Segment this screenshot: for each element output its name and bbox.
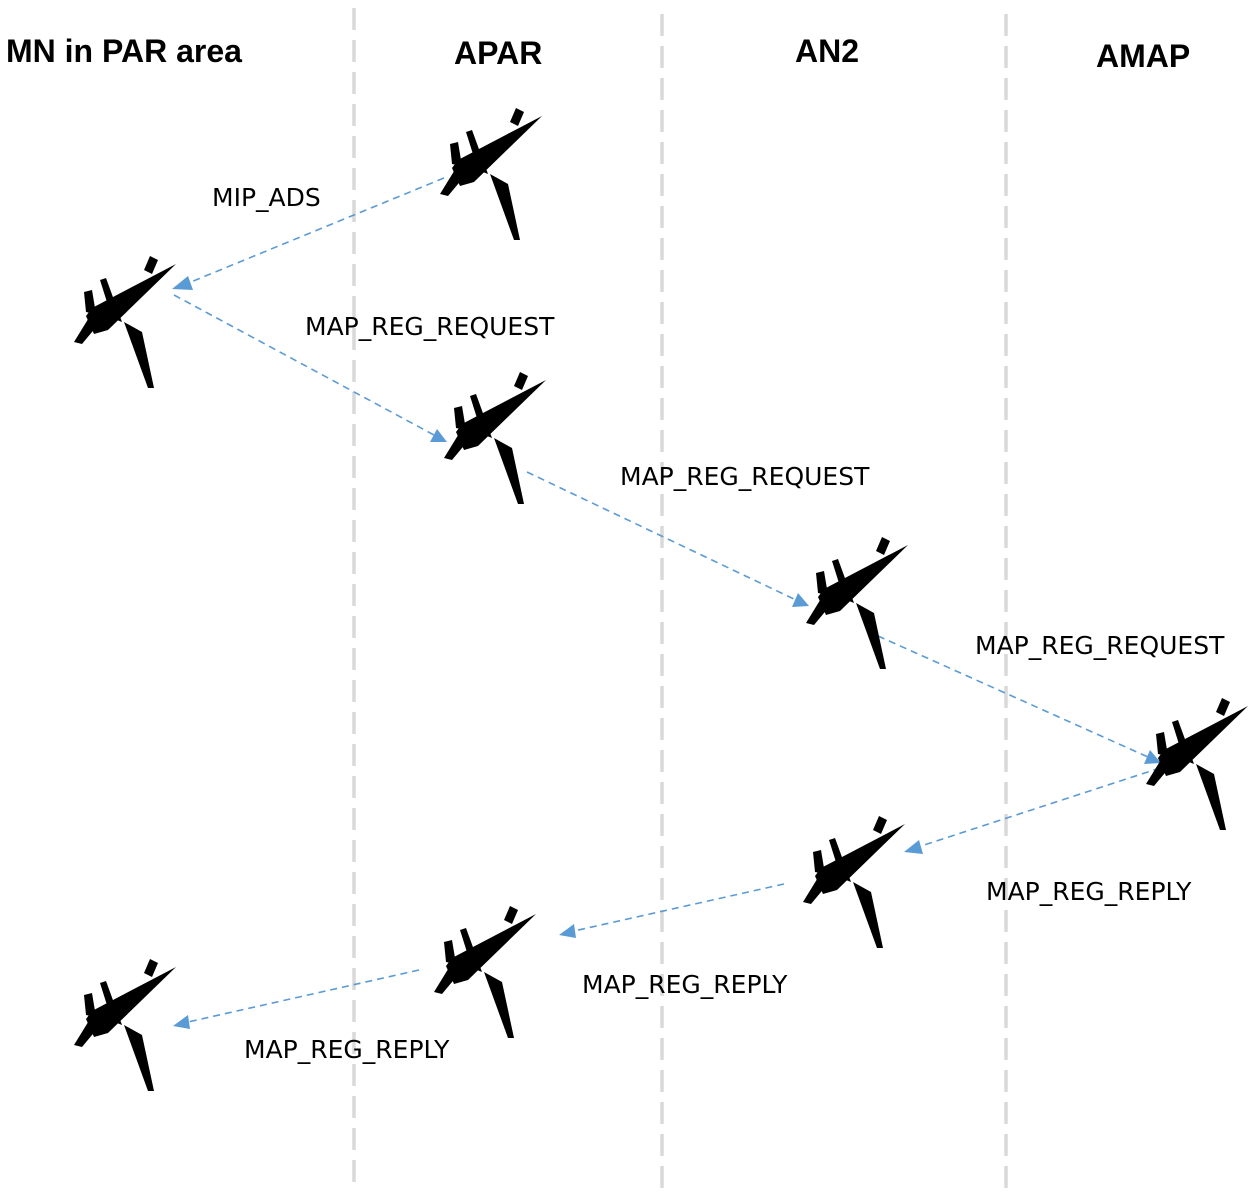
airplane-icon: [803, 816, 905, 948]
lane-title-mn: MN in PAR area: [6, 33, 242, 69]
message-label-mip-ads: MIP_ADS: [212, 183, 321, 212]
message-arrow-reg-reply-3: [173, 969, 420, 1029]
airplane-icon: [74, 959, 176, 1091]
message-label-reg-request-1: MAP_REG_REQUEST: [305, 312, 555, 341]
message-arrow-reg-request-2: [526, 471, 809, 607]
message-label-reg-reply-3: MAP_REG_REPLY: [244, 1035, 450, 1064]
airplane-icon: [1146, 698, 1248, 830]
message-label-reg-reply-1: MAP_REG_REPLY: [986, 877, 1192, 906]
message-arrow-mip-ads: [172, 177, 445, 290]
message-arrow-reg-reply-2: [559, 883, 785, 938]
airplane-icon: [806, 537, 908, 669]
lane-title-an2: AN2: [795, 33, 859, 69]
message-arrow-reg-request-3: [877, 635, 1161, 764]
message-arrow-reg-reply-1: [904, 767, 1161, 854]
airplane-icon: [434, 906, 536, 1038]
airplane-icon: [444, 372, 546, 504]
lane-title-amap: AMAP: [1096, 38, 1190, 74]
message-label-reg-request-2: MAP_REG_REQUEST: [620, 462, 870, 491]
airplane-icon: [440, 108, 542, 240]
message-label-reg-reply-2: MAP_REG_REPLY: [582, 970, 788, 999]
message-arrow-reg-request-1: [173, 294, 447, 442]
lane-title-apar: APAR: [454, 35, 542, 71]
message-label-reg-request-3: MAP_REG_REQUEST: [975, 631, 1225, 660]
airplane-icon: [74, 256, 176, 388]
